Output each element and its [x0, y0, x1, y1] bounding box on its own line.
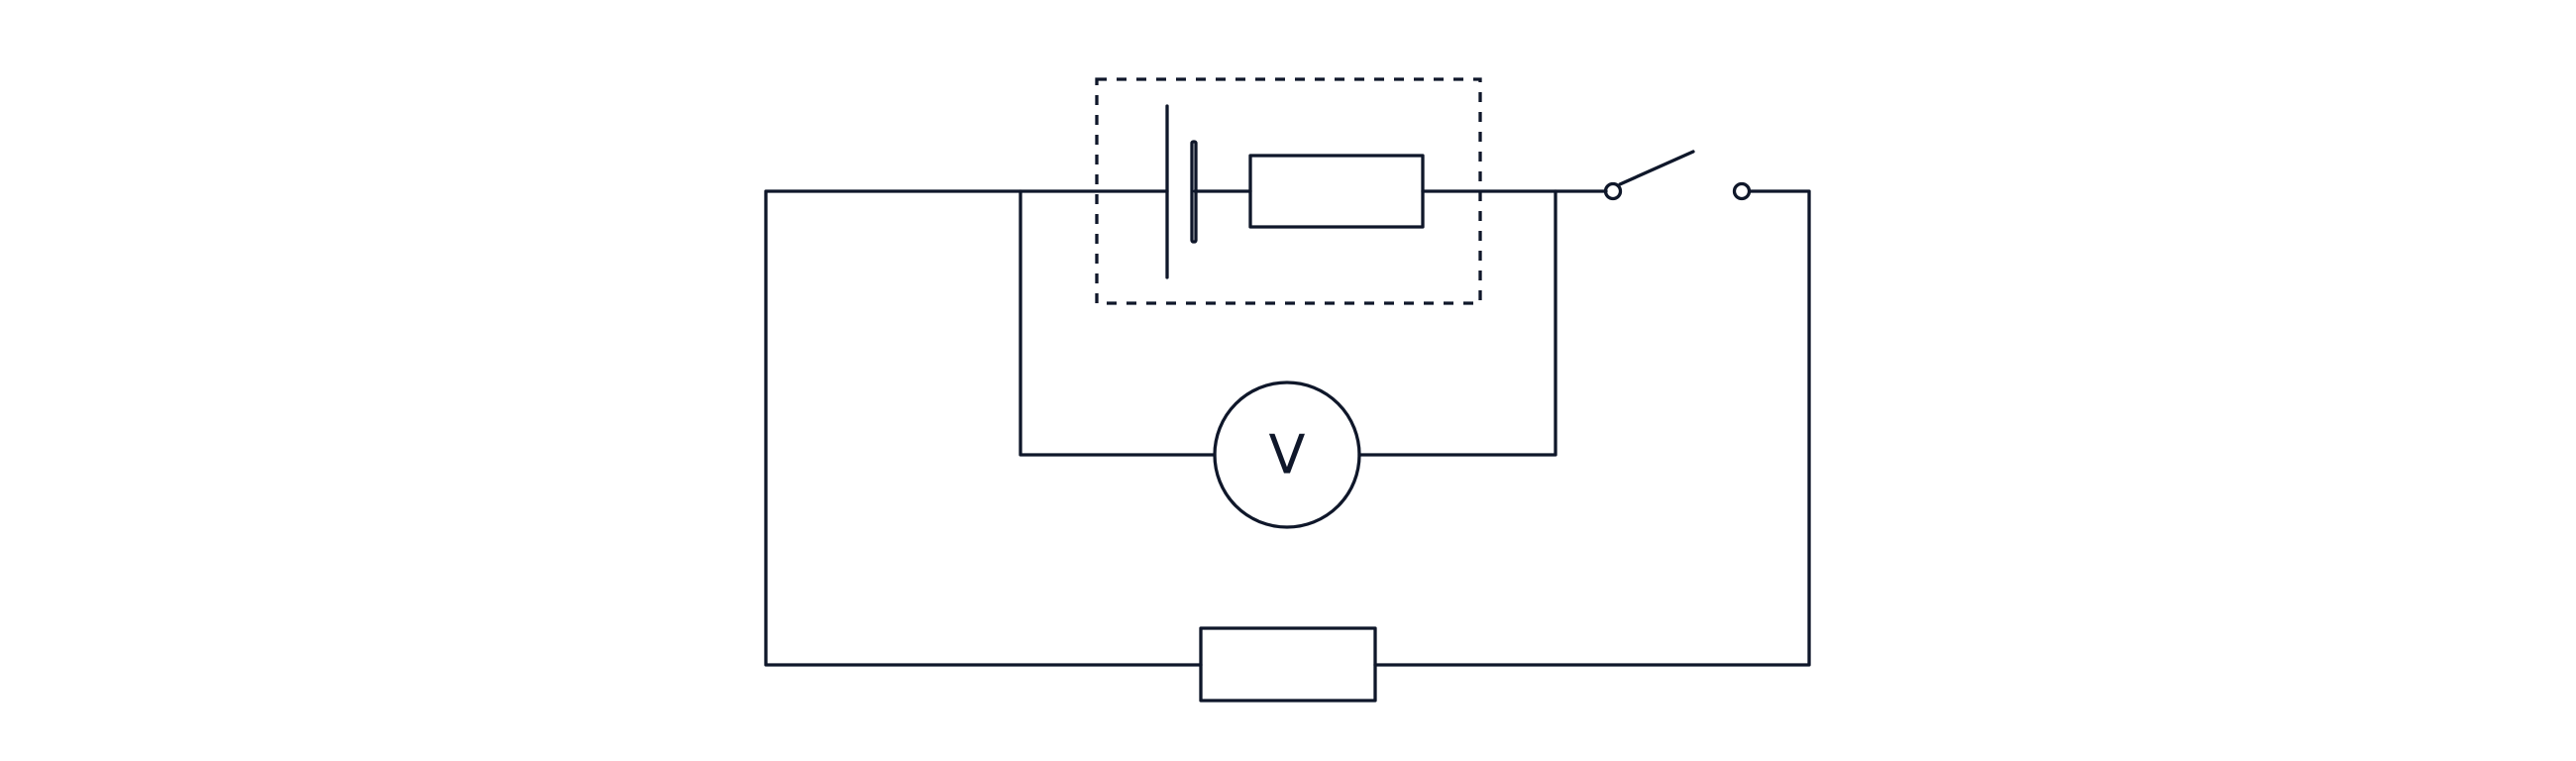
external-resistor [1199, 626, 1377, 703]
voltmeter-label: V [1269, 424, 1306, 487]
wire-top-left [764, 189, 1203, 667]
source-enclosure [1095, 77, 1482, 305]
switch-terminal-right [1732, 181, 1752, 201]
wire-voltmeter-right [1357, 189, 1557, 457]
wire-voltmeter-left [1019, 189, 1217, 457]
switch-terminal-left [1603, 181, 1623, 201]
internal-resistor [1248, 154, 1425, 229]
wire-bottom-right [1373, 189, 1811, 667]
switch-lever [1618, 150, 1695, 186]
cell-short-plate [1190, 140, 1198, 244]
voltmeter [1213, 380, 1361, 529]
